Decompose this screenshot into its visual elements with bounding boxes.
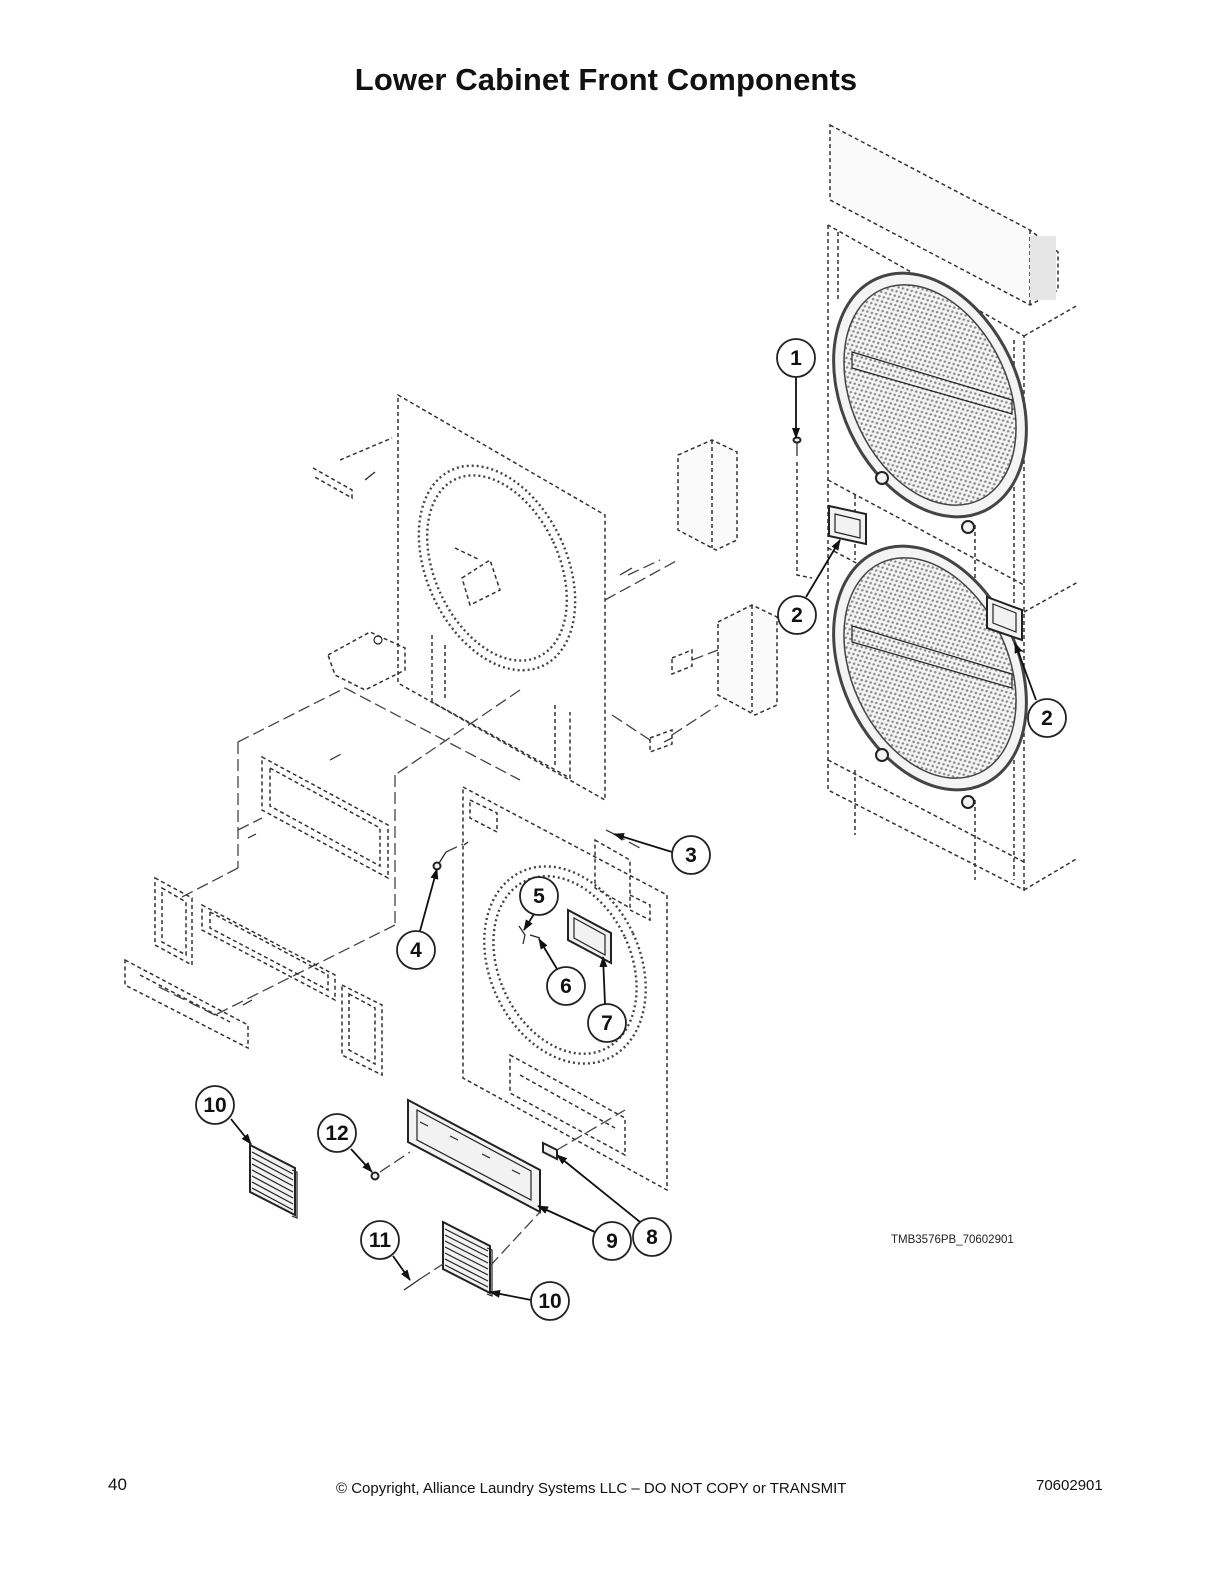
part-5 xyxy=(518,925,526,945)
svg-text:5: 5 xyxy=(533,885,545,908)
grille-part-10-bottom xyxy=(442,1211,541,1297)
callout-3: 3 xyxy=(671,835,711,875)
stacked-cabinet-assembly xyxy=(792,123,1079,892)
frame-strip-long xyxy=(261,755,389,880)
bezel-bracket-lower xyxy=(986,595,1023,642)
grille-part-10-left xyxy=(249,1143,298,1219)
callout-2-right: 2 xyxy=(1027,698,1067,738)
side-bracket-lower xyxy=(717,604,778,716)
svg-text:12: 12 xyxy=(325,1122,348,1145)
lower-front-panel xyxy=(462,785,668,1192)
callout-2-left: 2 xyxy=(777,595,817,635)
svg-text:11: 11 xyxy=(369,1229,392,1252)
page-title: Lower Cabinet Front Components xyxy=(354,62,858,97)
upper-drum-rib xyxy=(851,351,1013,415)
page-number: 40 xyxy=(108,1475,127,1494)
callout-9: 9 xyxy=(592,1221,632,1261)
document-number: 70602901 xyxy=(1036,1477,1103,1494)
part-6 xyxy=(529,934,541,939)
copyright-notice: © Copyright, Alliance Laundry Systems LL… xyxy=(336,1480,847,1497)
rear-top-strip xyxy=(312,467,353,500)
control-console-box xyxy=(829,123,1059,306)
svg-text:4: 4 xyxy=(410,939,422,962)
gasket-part-9 xyxy=(407,1098,541,1214)
callout-1: 1 xyxy=(776,338,816,378)
svg-text:9: 9 xyxy=(606,1230,618,1253)
frame-strip-right xyxy=(341,983,383,1077)
callout-12: 12 xyxy=(317,1113,357,1153)
front-panel-ring xyxy=(483,865,647,1065)
svg-text:3: 3 xyxy=(685,844,697,867)
lower-drum-rib xyxy=(851,625,1013,689)
callout-10-left: 10 xyxy=(195,1085,235,1125)
frame-strip-center xyxy=(201,903,336,1002)
lower-drum-opening xyxy=(832,544,1028,792)
side-bracket-upper xyxy=(677,439,738,551)
svg-text:10: 10 xyxy=(538,1290,561,1313)
pin-part-11 xyxy=(403,1263,444,1291)
part-3 xyxy=(605,829,615,835)
svg-text:8: 8 xyxy=(646,1226,658,1249)
callout-7: 7 xyxy=(587,1003,627,1043)
rear-bracket xyxy=(327,631,406,691)
callout-11: 11 xyxy=(360,1220,400,1260)
bezel-part-7 xyxy=(567,908,612,965)
rear-panel-assembly xyxy=(312,393,778,802)
callout-5: 5 xyxy=(519,876,559,916)
svg-text:10: 10 xyxy=(203,1094,226,1117)
frame-strip-left xyxy=(154,876,193,967)
screw-part-12 xyxy=(370,1151,411,1181)
frame-strip-bottom xyxy=(124,958,249,1050)
callout-10-bottom: 10 xyxy=(530,1281,570,1321)
callout-4: 4 xyxy=(396,930,436,970)
base-frame-assembly xyxy=(124,687,521,1077)
svg-text:6: 6 xyxy=(560,975,572,998)
svg-text:2: 2 xyxy=(1041,707,1053,730)
bezel-bracket-upper xyxy=(828,504,867,546)
rear-panel-ring xyxy=(417,464,577,672)
callout-8: 8 xyxy=(632,1217,672,1257)
callout-6: 6 xyxy=(546,966,586,1006)
cabinet-bolts xyxy=(875,471,975,809)
upper-drum-opening xyxy=(832,271,1028,519)
figure-id: TMB3576PB_70602901 xyxy=(891,1234,1014,1246)
screw-part-4 xyxy=(432,841,469,871)
screw-part-1 xyxy=(792,436,813,579)
svg-text:2: 2 xyxy=(791,604,803,627)
svg-text:1: 1 xyxy=(790,347,802,370)
leader-lines xyxy=(230,377,1037,1301)
svg-text:7: 7 xyxy=(601,1012,613,1035)
